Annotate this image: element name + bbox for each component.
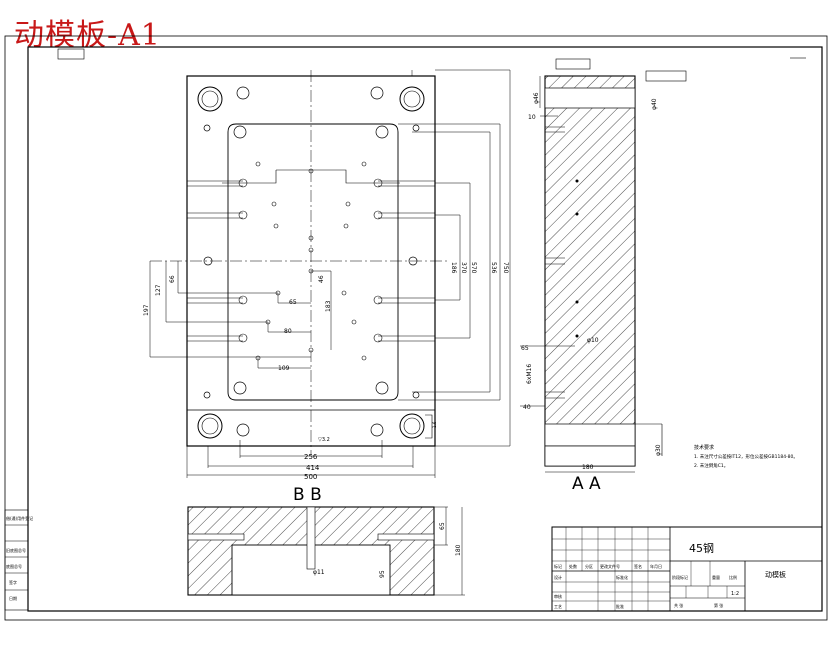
dim-80: 80 [284,328,292,335]
tb-cell: 年月日 [650,563,662,569]
top-code-box [57,48,85,60]
cavity-pocket [227,123,399,401]
dim-536: 536 [490,262,497,274]
corner-mark: 1.6 ▽3.2 [318,414,437,443]
dim-lines-bottom [186,440,436,478]
aa-dim-phi10: φ10 [587,337,599,344]
notes-heading: 技术要求 [694,444,714,451]
side-tab: 借(通)用件登记 旧底图总号 底图总号 签字 日期 [4,509,33,611]
side-tab-label: 旧底图总号 [6,547,26,553]
tb-cell: 处数 [569,563,577,569]
tb-cell: 第 张 [714,602,723,608]
tb-cell: 比例 [729,574,737,580]
side-tab-label: 借(通)用件登记 [6,515,33,521]
tb-cell: 更改文件号 [600,563,620,569]
side-tab-label: 签字 [9,579,17,585]
tb-cell: 审核 [554,593,562,599]
tb-cell: 重量 [712,574,720,580]
section-aa-label: A A [572,474,601,494]
dim-750: 750 [502,262,509,274]
bb-dim-phi11: φ11 [313,569,325,576]
small-hole [575,179,579,338]
svg-text:▽3.2: ▽3.2 [318,437,330,443]
cooling-channel [187,178,435,343]
aa-dim-phi40: φ40 [651,98,658,110]
outer-frame [4,35,828,621]
guide-hole [197,86,425,439]
side-tab-label: 日期 [9,595,17,601]
part-name-label: 动模板 [765,570,786,579]
section-bb-label: B B [293,485,322,505]
svg-text:1.6: 1.6 [432,421,437,428]
dim-186: 186 [450,262,457,274]
dim-46: 46 [318,275,325,283]
dim-65: 65 [289,299,297,306]
tb-cell: 共 张 [674,602,683,608]
aa-dim-m16: 6xM16 [526,364,533,384]
technical-notes: 技术要求 1. 未注尺寸公差按IT12，形位公差按GB1184-80。 2. 未… [694,444,798,469]
tb-cell: 工艺 [554,604,562,609]
dim-lines-right [398,69,511,447]
note-item: 1. 未注尺寸公差按IT12，形位公差按GB1184-80。 [694,453,798,460]
tolerance-frame [645,70,687,82]
material-label: 45钢 [689,542,714,555]
section-aa-view: φ46 φ40 10 65 φ10 6xM16 40 φ30 180 A A [520,58,687,494]
inner-frame [27,46,823,612]
aa-dim-40: 40 [523,404,531,411]
tb-cell: 批准 [616,603,624,609]
dim-370: 370 [460,262,467,274]
scale-label: 1:2 [731,591,739,597]
tolerance-frame [555,58,591,70]
tb-cell: 标记 [554,563,562,569]
bb-dim-65: 65 [439,522,446,530]
dim-197: 197 [143,304,150,316]
screw-hole [203,86,420,437]
tb-cell: 分区 [585,563,593,569]
aa-dim-phi46: φ46 [533,92,540,104]
bb-dim-180: 180 [455,544,462,556]
tb-cell: 签名 [634,563,642,569]
dim-66: 66 [169,275,176,283]
dim-109: 109 [278,365,290,372]
side-tab-label: 底图总号 [6,563,22,569]
aa-dim-180: 180 [582,464,594,471]
front-view: 1.6 ▽3.2 256 414 500 46 65 80 109 183 12… [143,69,511,505]
bb-dim-95: 95 [379,570,386,578]
aa-dim-phi30: φ30 [655,444,662,456]
aa-dim-10: 10 [528,114,536,121]
dim-183: 183 [325,300,332,312]
title-block: 45钢 动模板 1:2 标记 处数 分区 更改文件号 签名 年月日 设计 标准化… [551,526,823,612]
tb-cell: 设计 [554,574,562,580]
tb-cell: 标准化 [616,574,628,580]
dim-256: 256 [304,453,318,461]
dim-500: 500 [304,473,317,481]
aa-dim-65: 65 [521,345,529,352]
dim-lines-left [149,261,332,369]
section-bb-view: φ11 95 65 180 [187,506,465,596]
tb-cell: 阶段标记 [672,574,688,580]
dim-127: 127 [155,284,162,296]
dim-570: 570 [470,262,477,274]
dim-414: 414 [306,464,320,472]
note-item: 2. 未注倒角C1。 [694,462,728,469]
